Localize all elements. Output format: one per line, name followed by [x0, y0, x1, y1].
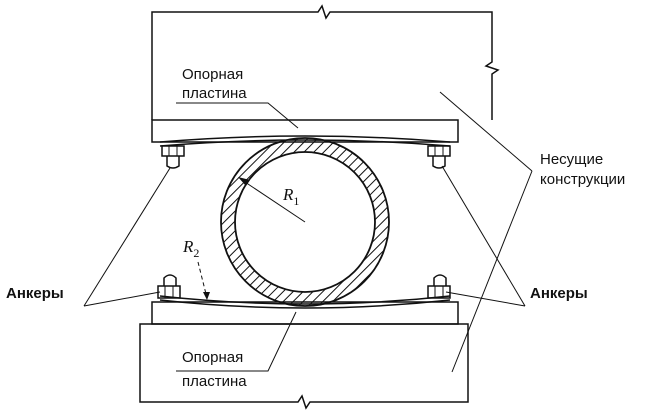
- anchors-label-left: Анкеры: [6, 285, 64, 302]
- bearing-label-line2: конструкции: [540, 171, 625, 188]
- top-anchor-left: [161, 145, 185, 169]
- top-anchor-right: [427, 145, 451, 169]
- leader-lines: [83, 91, 533, 373]
- anchors-label-right: Анкеры: [530, 285, 588, 302]
- top-plate-label-line2: пластина: [182, 85, 247, 102]
- top-plate-label-line1: Опорная: [182, 66, 243, 83]
- top-bearing-structure: [151, 4, 500, 120]
- bottom-anchor-right: [427, 274, 451, 299]
- r1-label: R1: [282, 185, 299, 208]
- bottom-plate-label-line2: пластина: [182, 373, 247, 390]
- bottom-bearing-structure: [139, 323, 469, 410]
- bottom-plate-label-line1: Опорная: [182, 349, 243, 366]
- bottom-anchor-left: [157, 274, 181, 299]
- bearing-label-line1: Несущие: [540, 151, 603, 168]
- r2-label: R2: [182, 237, 199, 260]
